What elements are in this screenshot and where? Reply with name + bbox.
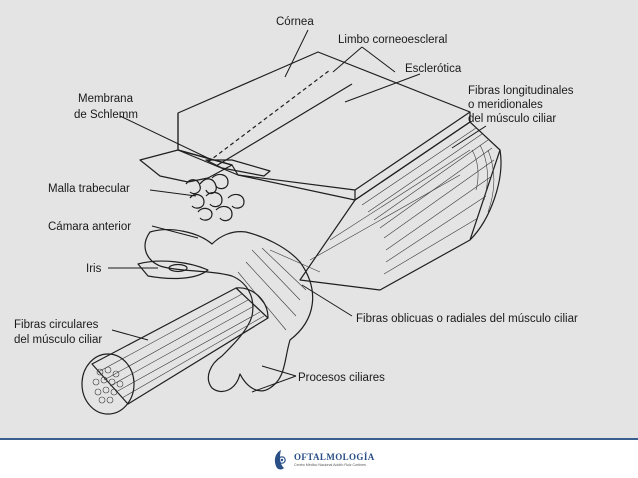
label-iris: Iris (86, 263, 102, 275)
label-camara: Cámara anterior (48, 221, 131, 233)
ciliary-body (144, 229, 321, 393)
eye-logo-icon (274, 450, 286, 470)
logo-subtitle: Centro Médico Nacional Adolfo Ruiz Corti… (294, 462, 366, 467)
diagram-labels: Córnea Limbo corneoescleral Esclerótica … (14, 16, 578, 384)
label-cornea: Córnea (276, 16, 314, 28)
logo-name: OFTALMOLOGÍA (294, 451, 375, 462)
label-malla: Malla trabecular (48, 183, 130, 195)
label-membrana-1: Membrana (78, 93, 134, 105)
label-fibras-long-3: del músculo ciliar (468, 113, 556, 125)
diagram-panel (0, 0, 638, 440)
eye-anatomy-diagram: Córnea Limbo corneoescleral Esclerótica … (14, 16, 578, 415)
label-fibras-obl: Fibras oblicuas o radiales del músculo c… (356, 313, 578, 325)
label-procesos: Procesos ciliares (298, 372, 385, 384)
label-esclerotica: Esclerótica (405, 63, 462, 75)
label-fibras-long-1: Fibras longitudinales (468, 85, 574, 97)
trabecular-meshwork (139, 149, 245, 222)
label-fibras-long-2: o meridionales (468, 99, 543, 111)
label-limbo: Limbo corneoescleral (338, 34, 447, 46)
leader-lines (108, 29, 487, 393)
oftalmologia-logo: OFTALMOLOGÍA Centro Médico Nacional Adol… (272, 446, 382, 474)
longitudinal-fibers (299, 121, 502, 291)
footer-bar (0, 440, 638, 478)
label-fibras-circ-2: del músculo ciliar (14, 334, 102, 346)
iris-region (137, 260, 209, 280)
label-membrana-2: de Schlemm (74, 109, 138, 121)
circular-fibers (81, 287, 269, 415)
label-fibras-circ-1: Fibras circulares (14, 319, 99, 331)
